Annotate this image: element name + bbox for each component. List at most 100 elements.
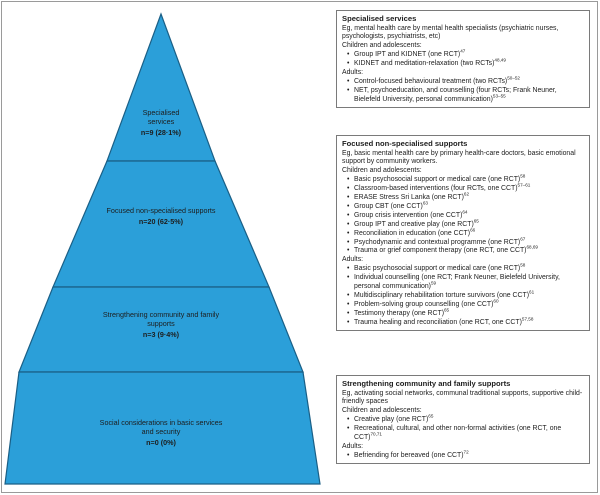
box-title: Specialised services (342, 14, 417, 23)
item-ref: 68,69 (526, 245, 538, 251)
item-text: Befriending for bereaved (one CCT) (354, 451, 464, 459)
item-list: Befriending for bereaved (one CCT)72 (342, 450, 584, 461)
tier-label-basic-services: Social considerations in basic services … (76, 418, 246, 447)
group-heading: Adults: (342, 442, 364, 450)
item-text: KIDNET and meditation-relaxation (two RC… (354, 60, 495, 68)
item-ref: 63 (422, 200, 428, 206)
tier-count: n=3 (9·4%) (142, 330, 180, 339)
pyramid (4, 12, 321, 485)
box-focused-supports: Focused non-specialised supports Eg, bas… (336, 135, 590, 331)
tier-count: n=0 (0%) (146, 438, 176, 447)
item-text: Basic psychosocial support or medical ca… (354, 176, 521, 184)
item-ref: 64 (462, 209, 468, 215)
pyramid-tier-specialised (106, 12, 216, 162)
item-text: Basic psychosocial support or medical ca… (354, 265, 521, 273)
item-ref: 57,58 (521, 316, 534, 322)
item-list: Control-focused behavioural treatment (t… (342, 75, 584, 105)
list-item: Group CBT (one CCT)63 (342, 200, 584, 212)
list-item: Recreational, cultural, and other non-fo… (342, 425, 584, 443)
group-heading: Adults: (342, 69, 364, 77)
list-item: Reconciliation in education (one CCT)66 (342, 227, 584, 239)
list-item: Basic psychosocial support or medical ca… (342, 262, 584, 274)
item-ref: 50–52 (507, 75, 520, 81)
box-description: Eg, mental health care by mental health … (342, 24, 559, 41)
list-item: Group IPT and KIDNET (one RCT)47 (342, 48, 584, 60)
tier-label-specialised: Specialised services n=9 (28·1%) (86, 108, 236, 137)
list-item: Control-focused behavioural treatment (t… (342, 75, 584, 87)
list-item: Individual counselling (one RCT; Frank N… (342, 274, 584, 292)
tier-name: Social considerations in basic services … (99, 418, 223, 436)
group-heading: Children and adolescents: (342, 167, 422, 175)
tier-count: n=9 (28·1%) (140, 128, 182, 137)
box-title: Strengthening community and family suppo… (342, 379, 511, 388)
item-ref: 67 (520, 236, 526, 242)
item-ref: 48,49 (494, 57, 506, 63)
list-item: Classroom-based interventions (four RCTs… (342, 182, 584, 194)
item-list: Creative play (one RCT)65 Recreational, … (342, 413, 584, 443)
item-ref: 62 (463, 191, 470, 197)
box-description: Eg, basic mental health care by primary … (342, 149, 576, 166)
list-item: KIDNET and meditation-relaxation (two RC… (342, 57, 584, 69)
item-text: ERASE Stress Sri Lanka (one RCT) (354, 194, 464, 202)
item-text: Testimony therapy (one RCT) (354, 309, 444, 317)
list-item: Group IPT and creative play (one RCT)65 (342, 218, 584, 230)
list-item: Befriending for bereaved (one CCT)72 (342, 450, 584, 461)
list-item: Testimony therapy (one RCT)65 (342, 307, 584, 319)
item-ref: 47 (460, 48, 466, 54)
item-list: Group IPT and KIDNET (one RCT)47 KIDNET … (342, 48, 584, 69)
list-item: Basic psychosocial support or medical ca… (342, 173, 584, 185)
item-text: Group IPT and creative play (one RCT) (354, 220, 474, 228)
item-ref: 61 (529, 289, 535, 295)
item-text: Recreational, cultural, and other non-fo… (354, 425, 562, 442)
item-text: Control-focused behavioural treatment (t… (354, 77, 508, 85)
item-text: Group IPT and KIDNET (one RCT) (354, 51, 461, 59)
list-item: Problem-solving group counselling (one C… (342, 298, 584, 310)
item-text: Problem-solving group counselling (one C… (354, 300, 494, 308)
group-heading: Adults: (342, 256, 364, 264)
item-text: Reconciliation in education (one CCT) (354, 229, 471, 237)
tier-name: Specialised services (142, 108, 180, 126)
item-text: Trauma or grief component therapy (one R… (354, 247, 527, 255)
item-ref: 53–55 (492, 93, 506, 99)
list-item: Multidisciplinary rehabilitation torture… (342, 289, 584, 301)
item-ref: 65 (428, 413, 434, 419)
group-heading: Children and adolescents: (342, 42, 422, 50)
tier-name: Strengthening community and family suppo… (102, 310, 220, 328)
item-ref: 57–61 (517, 182, 531, 188)
list-item: Group crisis intervention (one CCT)64 (342, 209, 584, 221)
item-text: Trauma healing and reconciliation (one R… (354, 318, 522, 326)
list-item: Trauma or grief component therapy (one R… (342, 245, 584, 256)
group-heading: Children and adolescents: (342, 407, 422, 415)
pyramid-tier-basic-services (4, 371, 321, 485)
item-text: Classroom-based interventions (four RCTs… (354, 185, 518, 193)
item-text: NET, psychoeducation, and counselling (f… (354, 86, 557, 103)
box-specialised-services: Specialised services Eg, mental health c… (336, 10, 590, 108)
item-ref: 59 (430, 280, 437, 286)
list-item: Psychodynamic and contextual programme (… (342, 236, 584, 248)
box-description: Eg, activating social networks, communal… (342, 389, 583, 406)
list-item: NET, psychoeducation, and counselling (f… (342, 87, 584, 105)
item-text: Group CBT (one CCT) (354, 202, 423, 210)
tier-label-community: Strengthening community and family suppo… (76, 310, 246, 339)
item-text: Group crisis intervention (one CCT) (354, 211, 463, 219)
item-text: Individual counselling (one RCT; Frank N… (354, 274, 560, 291)
item-list: Basic psychosocial support or medical ca… (342, 262, 584, 328)
tier-name: Focused non-specialised supports (106, 206, 216, 215)
item-text: Creative play (one RCT) (354, 416, 429, 424)
item-ref: 60 (493, 298, 499, 304)
item-ref: 65 (444, 307, 450, 313)
tier-label-focused: Focused non-specialised supports n=20 (6… (86, 206, 236, 226)
item-text: Psychodynamic and contextual programme (… (354, 238, 521, 246)
item-ref: 65 (473, 218, 479, 224)
list-item: Creative play (one RCT)65 (342, 413, 584, 425)
list-item: ERASE Stress Sri Lanka (one RCT)62 (342, 191, 584, 203)
item-ref: 58 (520, 173, 526, 179)
item-ref: 66 (470, 227, 476, 233)
item-list: Basic psychosocial support or medical ca… (342, 173, 584, 256)
box-community-supports: Strengthening community and family suppo… (336, 375, 590, 464)
tier-count: n=20 (62·5%) (138, 217, 184, 226)
list-item: Trauma healing and reconciliation (one R… (342, 316, 584, 328)
item-ref: 58 (520, 262, 526, 268)
item-ref: 70,71 (370, 431, 382, 437)
